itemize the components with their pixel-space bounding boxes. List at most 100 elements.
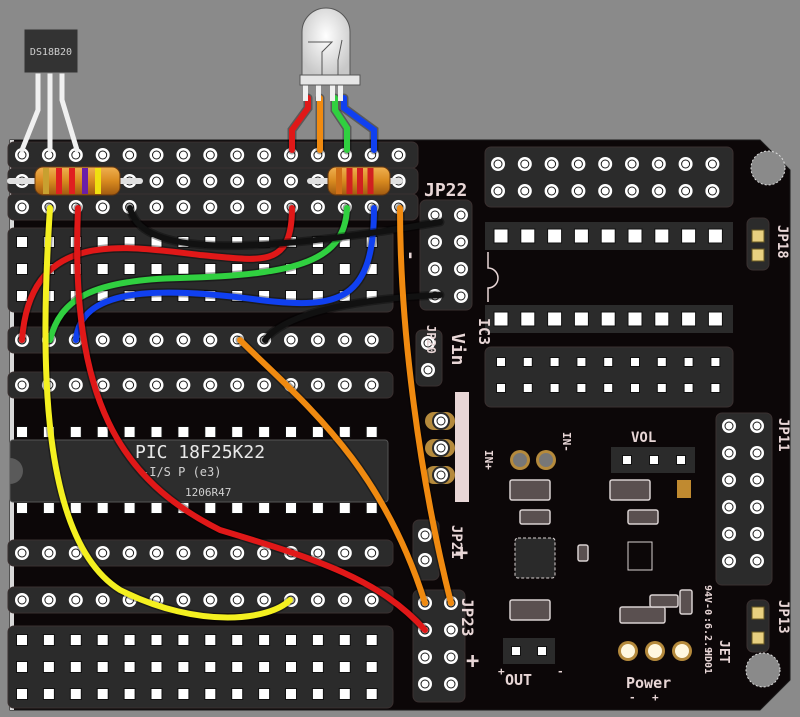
square-pad[interactable] [231,688,244,700]
power-pad-center[interactable] [648,644,662,658]
pin-hole[interactable] [362,331,381,349]
input-pad-center[interactable] [539,453,553,467]
square-pad[interactable] [231,661,244,673]
wire-green-loop[interactable] [47,205,350,343]
pin-hole[interactable] [720,552,738,570]
pin-hole[interactable] [174,146,193,164]
pin-hole[interactable] [676,155,695,173]
square-pad[interactable] [365,688,378,700]
square-pad[interactable] [123,661,136,673]
pin-hole[interactable] [174,591,193,609]
pin-hole[interactable] [623,155,641,173]
square-pad[interactable] [656,357,667,367]
pin-hole[interactable] [228,591,247,609]
pin-hole[interactable] [623,182,641,200]
wire-led-red[interactable] [289,95,311,153]
wire-orange-diag[interactable] [237,337,428,606]
square-pad[interactable] [42,661,55,673]
square-pad[interactable] [496,357,506,367]
pin-hole[interactable] [93,331,112,349]
square-pad[interactable] [630,383,640,393]
square-pad[interactable] [683,383,694,393]
square-pad[interactable] [123,263,136,275]
pin-hole[interactable] [748,552,766,570]
pin-hole[interactable] [174,544,193,562]
square-pad[interactable] [150,502,163,514]
jp18-pad[interactable] [751,229,765,243]
pin-hole[interactable] [542,182,561,200]
square-pad[interactable] [576,383,587,393]
pin-hole[interactable] [120,331,139,349]
square-pad[interactable] [603,357,614,367]
square-pad[interactable] [16,236,28,248]
square-pad[interactable] [710,357,721,367]
square-pad[interactable] [16,661,28,673]
pin-hole[interactable] [13,146,31,164]
wire-led-blue[interactable] [341,95,377,153]
square-pad[interactable] [231,634,244,646]
square-pad[interactable] [338,688,351,700]
pin-hole[interactable] [442,675,460,693]
power-pad-center[interactable] [675,644,689,658]
pin-hole[interactable] [147,544,166,562]
pin-hole[interactable] [452,206,470,224]
square-pad[interactable] [600,228,616,244]
pin-hole[interactable] [426,233,444,251]
pin-hole[interactable] [93,146,112,164]
square-pad[interactable] [573,311,589,327]
pin-hole[interactable] [432,412,450,430]
pin-hole[interactable] [542,155,561,173]
pin-hole[interactable] [720,525,738,543]
square-pad[interactable] [16,426,28,438]
pin-hole[interactable] [748,525,766,543]
square-pad[interactable] [493,228,509,244]
square-pad[interactable] [204,688,217,700]
square-pad[interactable] [96,661,109,673]
square-pad[interactable] [258,688,271,700]
square-pad[interactable] [231,426,244,438]
pin-hole[interactable] [120,544,139,562]
pin-hole[interactable] [432,439,450,457]
square-pad[interactable] [150,426,163,438]
pin-hole[interactable] [419,334,437,352]
square-pad[interactable] [177,634,190,646]
pin-hole[interactable] [452,233,470,251]
square-pad[interactable] [654,228,670,244]
pin-hole[interactable] [13,198,31,216]
pin-hole[interactable] [13,376,31,394]
square-pad[interactable] [681,228,697,244]
square-pad[interactable] [600,311,616,327]
square-pad[interactable] [150,634,163,646]
square-pad[interactable] [549,383,560,393]
pin-hole[interactable] [66,146,85,164]
pin-hole[interactable] [201,331,220,349]
pin-hole[interactable] [120,376,139,394]
square-pad[interactable] [338,634,351,646]
wire-black-top[interactable] [127,205,443,249]
pin-hole[interactable] [147,172,166,190]
pin-hole[interactable] [39,146,58,164]
square-pad[interactable] [69,426,82,438]
pin-hole[interactable] [201,198,220,216]
pin-hole[interactable] [174,198,193,216]
pin-hole[interactable] [489,182,507,200]
square-pad[interactable] [710,383,721,393]
pin-hole[interactable] [389,146,408,164]
square-pad[interactable] [285,688,297,700]
square-pad[interactable] [630,357,640,367]
pin-hole[interactable] [649,155,668,173]
square-pad[interactable] [576,357,587,367]
square-pad[interactable] [204,426,217,438]
pin-hole[interactable] [676,182,695,200]
pin-hole[interactable] [442,621,460,639]
pin-hole[interactable] [335,376,354,394]
square-pad[interactable] [365,426,378,438]
pin-hole[interactable] [282,331,300,349]
square-pad[interactable] [177,688,190,700]
wire-led-green[interactable] [332,95,350,153]
square-pad[interactable] [204,661,217,673]
square-pad[interactable] [177,661,190,673]
pin-hole[interactable] [174,172,193,190]
pin-hole[interactable] [489,155,507,173]
jp13-pad[interactable] [751,631,765,645]
